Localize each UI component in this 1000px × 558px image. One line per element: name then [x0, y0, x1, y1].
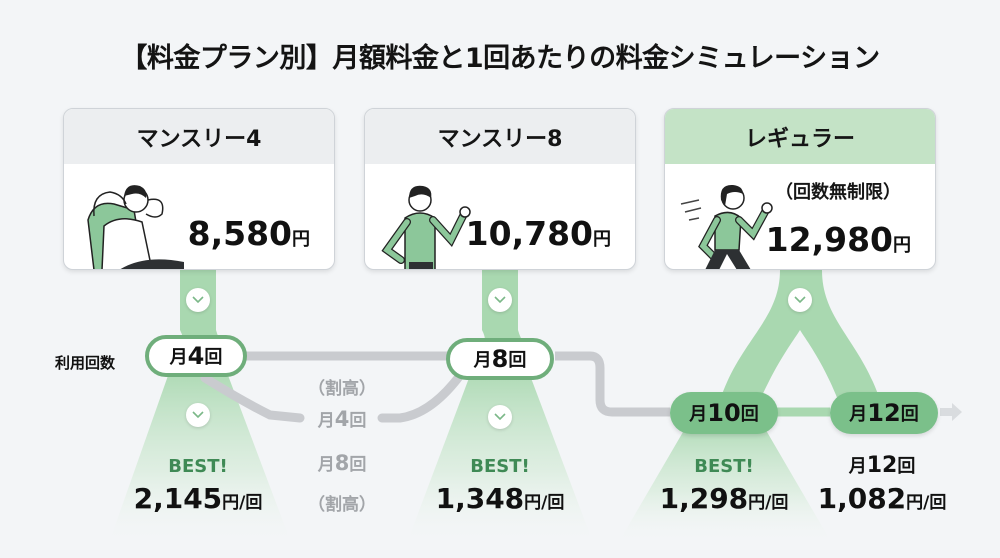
chevron-down-icon: [186, 403, 210, 427]
chevron-down-icon: [788, 288, 812, 312]
plan-price: 8,580円: [187, 214, 310, 253]
arrow-right-icon: [940, 403, 962, 421]
plan-name: マンスリー8: [365, 109, 635, 164]
plan-stem-regular: [620, 270, 880, 540]
per-visit-price: 1,348円/回: [435, 482, 565, 515]
running-woman-icon: [680, 184, 773, 269]
plan-card-monthly8: マンスリー8 10,780円: [364, 108, 636, 270]
expensive-label: （割高）: [308, 495, 376, 515]
chevron-down-icon: [488, 405, 512, 429]
plan-name: レギュラー: [665, 109, 935, 164]
relaxing-person-icon: [87, 185, 184, 269]
plan-price: 12,980円: [765, 220, 911, 259]
per-visit-price: 1,298円/回: [659, 482, 789, 515]
plan-name: マンスリー4: [64, 109, 334, 164]
connector-expensive-lower-right: [377, 373, 463, 423]
expensive-count-8: 月8回: [317, 451, 367, 475]
chevron-down-icon: [186, 288, 210, 312]
connector-8-to-10: [555, 351, 670, 417]
usage-count-label: 利用回数: [55, 354, 116, 372]
per-visit-price: 1,082円/回: [817, 482, 947, 515]
cheering-person-icon: [381, 185, 471, 269]
plan-price: 10,780円: [465, 214, 611, 253]
page-title: 【料金プラン別】月額料金と1回あたりの料金シミュレーション: [120, 43, 880, 74]
plan-card-monthly4: マンスリー4 8,580円: [63, 108, 335, 270]
count-12-label: 月12回: [848, 453, 916, 478]
best-badge: BEST!: [470, 456, 530, 477]
connector-expensive-lower: [200, 373, 305, 423]
expensive-count-4: 月4回: [317, 407, 367, 431]
chevron-down-icon: [488, 288, 512, 312]
per-visit-price: 2,145円/回: [133, 482, 263, 515]
expensive-label: （割高）: [308, 379, 376, 399]
plan-card-regular: レギュラー （回数無制限） 12,980円: [664, 108, 936, 270]
best-badge: BEST!: [168, 456, 228, 477]
unlimited-note: （回数無制限）: [775, 182, 901, 203]
best-badge: BEST!: [694, 456, 754, 477]
